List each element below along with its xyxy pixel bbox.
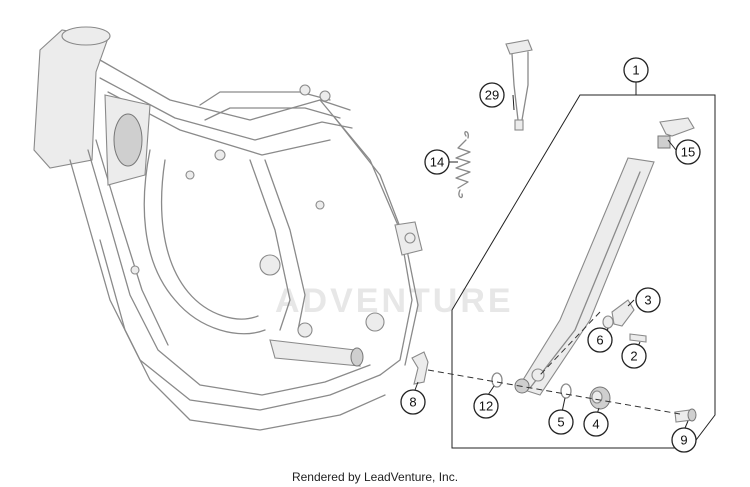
callout-15: 15 — [675, 139, 701, 165]
callout-8: 8 — [400, 389, 426, 415]
part-12-ring — [491, 372, 503, 388]
leader-lines — [414, 94, 689, 429]
svg-text:14: 14 — [430, 155, 444, 170]
side-stand — [514, 157, 655, 396]
callout-4: 4 — [583, 411, 609, 437]
svg-text:12: 12 — [479, 399, 493, 414]
callout-5: 5 — [548, 409, 574, 435]
callout-14: 14 — [424, 149, 450, 175]
part-2-bolt — [629, 333, 647, 343]
alignment-lines — [427, 311, 681, 415]
svg-text:29: 29 — [485, 88, 499, 103]
callout-2: 2 — [621, 343, 647, 369]
part-29-tool — [505, 39, 533, 131]
callout-1: 1 — [623, 57, 649, 83]
footer-credit: Rendered by LeadVenture, Inc. — [291, 470, 459, 484]
watermark-text: ADVENTURE — [275, 282, 514, 320]
part-4-bushing — [589, 386, 611, 410]
svg-text:1: 1 — [632, 63, 639, 78]
motorcycle-frame — [33, 26, 423, 431]
svg-text:8: 8 — [409, 395, 416, 410]
part-8-bracket — [411, 351, 429, 385]
part-6-washer — [602, 315, 614, 329]
svg-text:6: 6 — [596, 333, 603, 348]
callout-9: 9 — [671, 427, 697, 453]
svg-text:4: 4 — [592, 417, 599, 432]
part-5-ring — [560, 383, 572, 399]
part-9-bolt — [674, 408, 697, 423]
callout-12: 12 — [473, 393, 499, 419]
svg-text:2: 2 — [630, 349, 637, 364]
callout-29: 29 — [479, 82, 505, 108]
svg-text:9: 9 — [680, 433, 687, 448]
svg-text:3: 3 — [644, 293, 651, 308]
callout-3: 3 — [635, 287, 661, 313]
svg-text:5: 5 — [557, 415, 564, 430]
part-3-spring-hook — [611, 299, 635, 327]
part-14-spring — [455, 131, 471, 199]
callout-6: 6 — [587, 327, 613, 353]
svg-text:15: 15 — [681, 145, 695, 160]
